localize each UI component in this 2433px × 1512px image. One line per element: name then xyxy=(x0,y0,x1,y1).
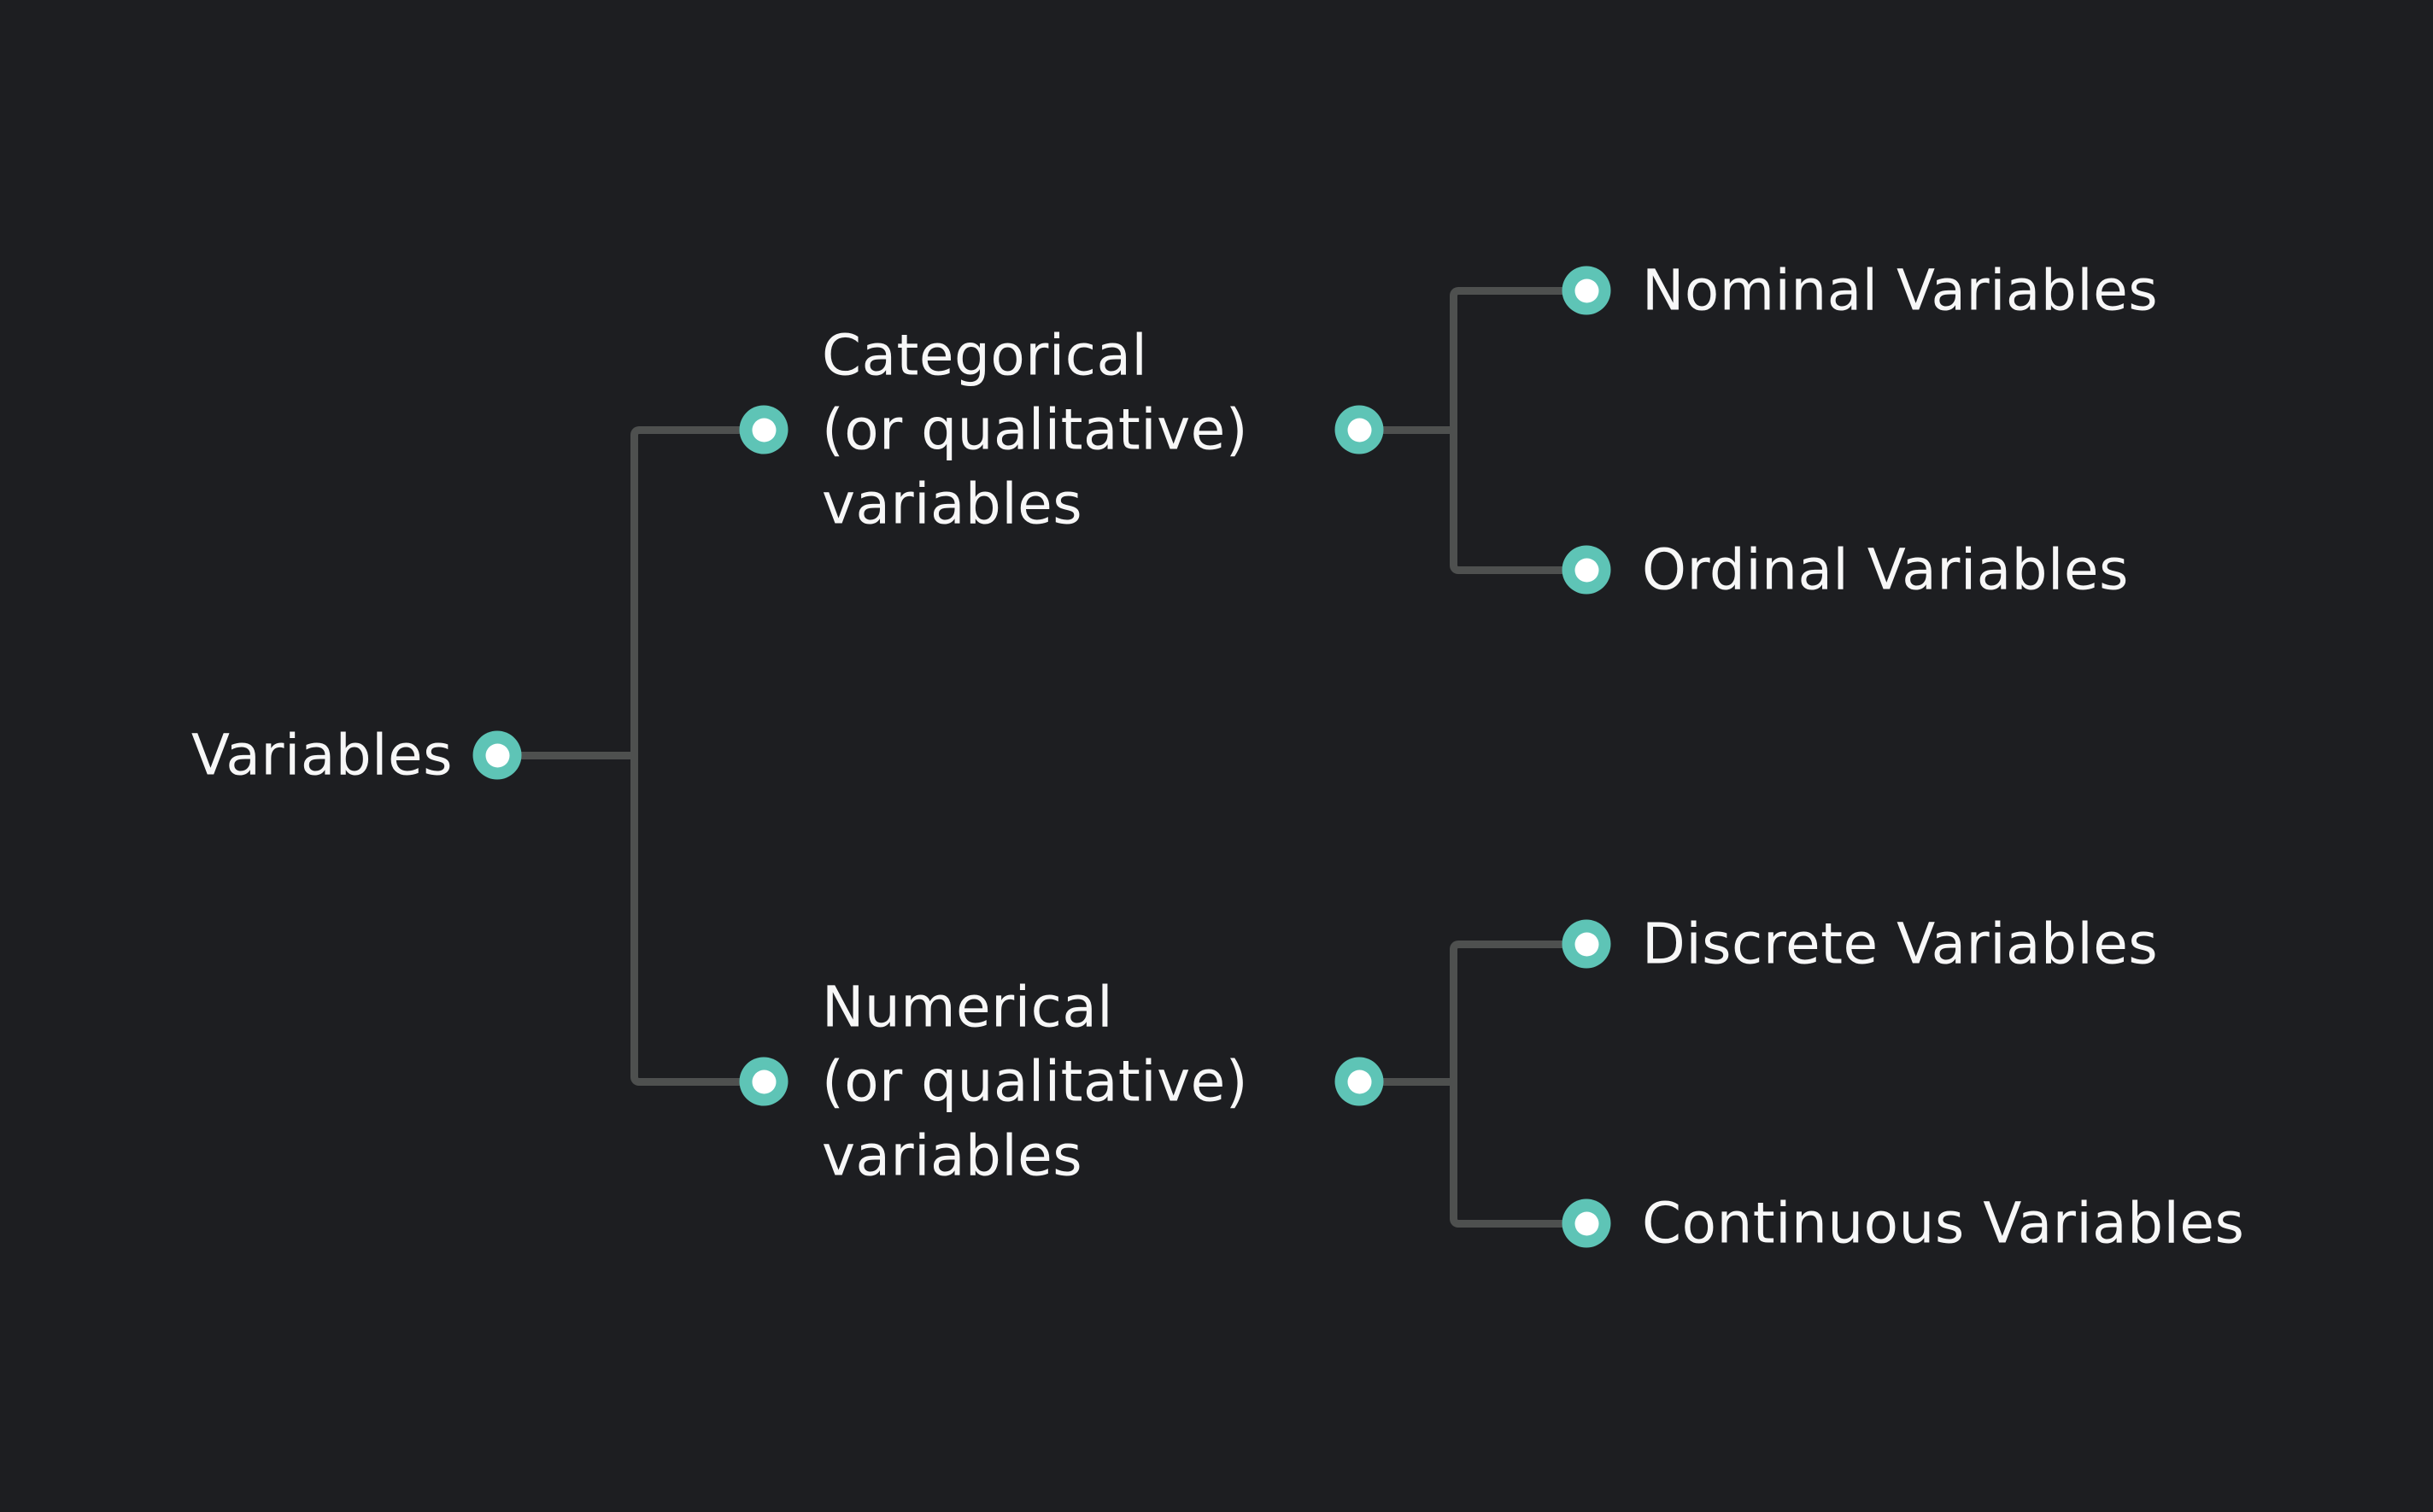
connector-numerical-junction xyxy=(1359,1078,1453,1086)
node-dot-categorical-junction xyxy=(1334,405,1384,454)
node-label-categorical-line-2: (or qualitative) xyxy=(822,396,1249,463)
node-label-ordinal: Ordinal Variables xyxy=(1642,536,2129,603)
node-label-numerical-line-1: Numerical xyxy=(822,974,1114,1040)
node-label-continuous: Continuous Variables xyxy=(1642,1190,2245,1257)
node-label-nominal: Nominal Variables xyxy=(1642,257,2159,324)
node-label-categorical-line-3: variables xyxy=(822,471,1083,537)
node-dot-numerical-junction xyxy=(1334,1057,1384,1106)
node-dot-nominal xyxy=(1562,266,1611,315)
connector-numerical-bracket xyxy=(1450,941,1591,1228)
node-label-numerical-line-2: (or qualitative) xyxy=(822,1048,1249,1115)
connector-root-stub xyxy=(497,752,634,759)
node-label-discrete: Discrete Variables xyxy=(1642,911,2159,977)
connector-categorical-junction xyxy=(1359,426,1453,434)
node-dot-numerical xyxy=(739,1057,789,1106)
connector-categorical-bracket xyxy=(1450,287,1591,574)
node-label-categorical-line-1: Categorical xyxy=(822,322,1148,389)
node-dot-categorical xyxy=(739,405,789,454)
node-dot-continuous xyxy=(1562,1198,1611,1248)
node-label-numerical-line-3: variables xyxy=(822,1122,1083,1189)
node-label-categorical: Categorical (or qualitative) variables xyxy=(822,319,1248,542)
node-label-numerical: Numerical (or qualitative) variables xyxy=(822,970,1248,1193)
node-dot-ordinal xyxy=(1562,545,1611,595)
node-dot-discrete xyxy=(1562,919,1611,969)
node-dot-variables xyxy=(472,730,522,780)
node-label-variables: Variables xyxy=(191,722,453,788)
connector-main-bracket xyxy=(630,426,767,1086)
